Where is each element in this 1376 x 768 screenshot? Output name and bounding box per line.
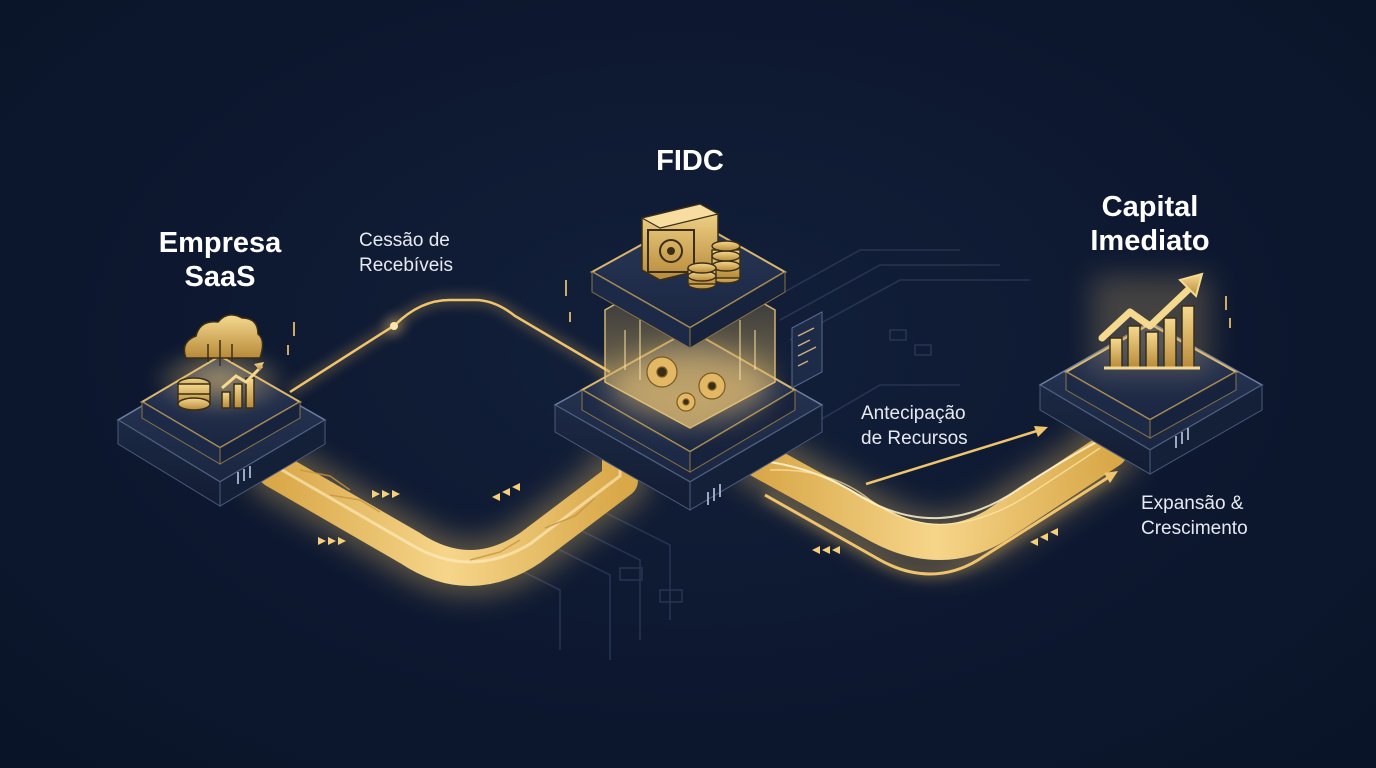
expansao-label-line1: Expansão & — [1141, 493, 1244, 514]
antecipacao-label-line1: Antecipação — [861, 403, 966, 424]
saas-title-line1: Empresa — [158, 227, 282, 259]
return-line — [763, 426, 1118, 579]
flow-chevrons-right — [812, 528, 1058, 554]
flow-chevrons-left — [318, 483, 520, 545]
capital-title-line2: Imediato — [1090, 225, 1210, 257]
antecipacao-label-line2: de Recursos — [861, 428, 968, 449]
main-pipe-right — [732, 420, 1138, 570]
expansao-label-line2: Crescimento — [1141, 518, 1248, 539]
main-pipe-left — [247, 442, 648, 596]
cessao-label-line1: Cessão de — [359, 230, 450, 251]
capital-node[interactable] — [1038, 276, 1264, 475]
expansao-label: Expansão & Crescimento — [1141, 491, 1248, 541]
capital-title-line1: Capital — [1101, 191, 1199, 223]
cessao-connector — [287, 296, 613, 396]
capital-title: Capital Imediato — [1070, 190, 1230, 258]
safe-coins-icon — [640, 203, 741, 290]
saas-node[interactable] — [116, 322, 327, 507]
saas-title-line2: SaaS — [184, 261, 256, 293]
saas-title: Empresa SaaS — [140, 226, 300, 294]
cloud-database-chart-icon — [177, 314, 264, 411]
fidc-title: FIDC — [656, 145, 724, 177]
gears-icon — [646, 356, 726, 412]
cessao-label: Cessão de Recebíveis — [359, 228, 453, 278]
cessao-label-line2: Recebíveis — [359, 255, 453, 276]
antecipacao-label: Antecipação de Recursos — [861, 401, 968, 451]
growth-chart-icon — [1098, 272, 1204, 370]
